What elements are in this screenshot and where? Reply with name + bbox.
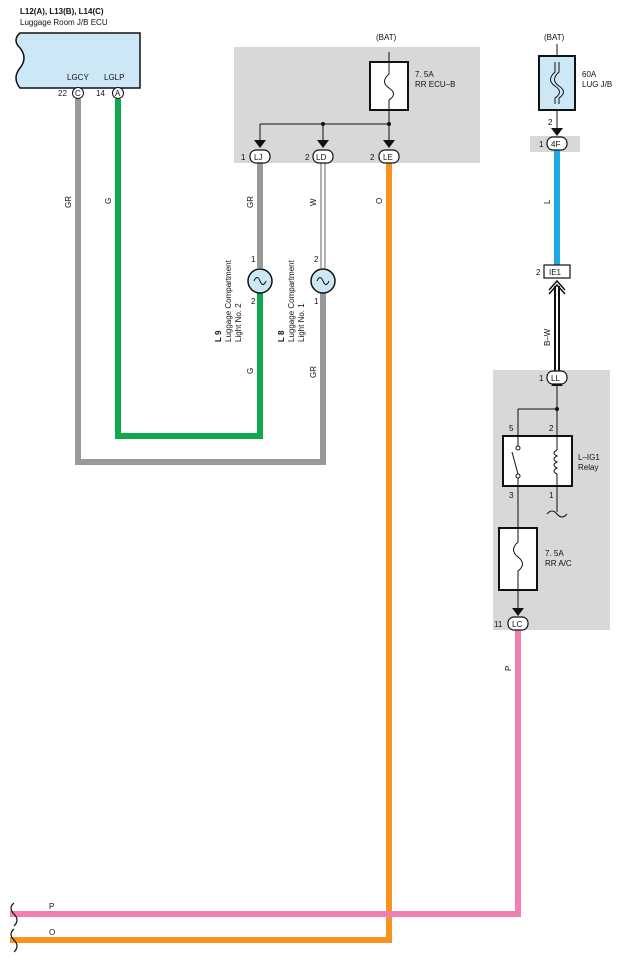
ecu-pin-lgcy-num: 22 xyxy=(58,89,67,98)
ecu-pin-lglp-conn: A xyxy=(115,89,121,98)
svg-text:2: 2 xyxy=(314,255,319,264)
fuse-lug-pin: 2 xyxy=(548,118,553,127)
svg-text:LL: LL xyxy=(551,374,560,383)
svg-text:1: 1 xyxy=(251,255,256,264)
connector-lj: LJ 1 xyxy=(241,149,271,164)
wire-label-gr-lj: GR xyxy=(246,196,255,208)
relay-name-2: Relay xyxy=(578,463,598,472)
ecu-block: L12(A), L13(B), L14(C) Luggage Room J/B … xyxy=(15,7,141,99)
connector-ie1: IE1 2 xyxy=(536,264,571,295)
wire-pink-lc xyxy=(10,630,521,917)
svg-text:2: 2 xyxy=(549,424,554,433)
svg-text:2: 2 xyxy=(370,153,375,162)
fuse-ecu-b-name: RR ECU–B xyxy=(415,80,455,89)
ecu-name: Luggage Room J/B ECU xyxy=(20,18,108,27)
lamp-l9: 1 2 L 9 Luggage Compartment Light No. 2 xyxy=(214,255,273,342)
fuse-rr-ac: 7. 5A RR A/C xyxy=(498,527,572,616)
fuse-rr-ecu-b: (BAT) 7. 5A RR ECU–B xyxy=(254,33,455,148)
svg-text:1: 1 xyxy=(549,491,554,500)
wire-label-gr-ecu: GR xyxy=(64,196,73,208)
fuse-lug-name: LUG J/B xyxy=(582,80,612,89)
jb-box-top xyxy=(234,47,480,163)
ecu-pin-lglp-num: 14 xyxy=(96,89,105,98)
wire-label-bw: B–W xyxy=(543,328,552,346)
wire-label-o-bottom: O xyxy=(49,928,55,937)
lamp-l9-line2: Light No. 2 xyxy=(234,303,243,342)
fuse-rr-ac-rating: 7. 5A xyxy=(545,549,564,558)
svg-text:5: 5 xyxy=(509,424,514,433)
wire-label-p-bottom: P xyxy=(49,902,54,911)
svg-text:1: 1 xyxy=(314,297,319,306)
ecu-pin-lglp-label: LGLP xyxy=(104,73,124,82)
wire-gray-lgcy xyxy=(75,99,326,465)
wire-labels: GR G GR W O G GR L B–W P P O xyxy=(49,196,552,937)
svg-text:1: 1 xyxy=(241,153,246,162)
lamp-l8-code: L 8 xyxy=(277,330,286,342)
ecu-pin-lgcy-label: LGCY xyxy=(67,73,89,82)
wire-label-l-4f: L xyxy=(543,199,552,204)
svg-text:2: 2 xyxy=(305,153,310,162)
fuse-lug-jb: (BAT) 60A LUG J/B 2 xyxy=(538,33,612,136)
svg-text:LC: LC xyxy=(512,620,522,629)
wire-green-lglp xyxy=(115,99,263,439)
svg-text:4F: 4F xyxy=(551,140,560,149)
svg-text:1: 1 xyxy=(539,374,544,383)
svg-text:LJ: LJ xyxy=(254,153,262,162)
wire-label-g-ecu: G xyxy=(104,198,113,204)
fuse-rr-ac-name: RR A/C xyxy=(545,559,572,568)
svg-text:LE: LE xyxy=(383,153,393,162)
wire-label-gr-l8: GR xyxy=(309,366,318,378)
svg-text:IE1: IE1 xyxy=(549,268,562,277)
lamp-l8: 2 1 L 8 Luggage Compartment Light No. 1 xyxy=(277,255,336,342)
lamp-l9-line1: Luggage Compartment xyxy=(224,259,233,342)
svg-text:1: 1 xyxy=(539,140,544,149)
relay-l-ig1: L–IG1 Relay 5 2 3 1 xyxy=(502,384,600,528)
wire-label-p-lc: P xyxy=(504,666,513,671)
fuse-lug-supply: (BAT) xyxy=(544,33,565,42)
wires xyxy=(10,99,560,943)
svg-text:LD: LD xyxy=(316,153,326,162)
wire-label-g-l9: G xyxy=(246,368,255,374)
svg-text:2: 2 xyxy=(536,268,541,277)
svg-text:3: 3 xyxy=(509,491,514,500)
ecu-code: L12(A), L13(B), L14(C) xyxy=(20,7,104,16)
svg-text:11: 11 xyxy=(494,620,503,629)
wire-label-w-ld: W xyxy=(309,198,318,206)
lamp-l8-line1: Luggage Compartment xyxy=(287,259,296,342)
relay-name-1: L–IG1 xyxy=(578,453,600,462)
lamp-l9-code: L 9 xyxy=(214,330,223,342)
connector-lc: LC 11 xyxy=(494,616,529,631)
wire-break-marks xyxy=(10,902,18,953)
ecu-pin-lgcy-conn: C xyxy=(75,89,81,98)
connector-le: LE 2 xyxy=(370,149,400,164)
fuse-ecu-b-rating: 7. 5A xyxy=(415,70,434,79)
connector-4f: 4F 1 xyxy=(539,136,568,151)
wire-label-o-le: O xyxy=(375,198,384,204)
svg-text:2: 2 xyxy=(251,297,256,306)
connector-ld: LD 2 xyxy=(305,149,334,164)
lamp-l8-line2: Light No. 1 xyxy=(297,303,306,342)
wire-orange-le xyxy=(10,163,392,943)
fuse-ecu-b-supply: (BAT) xyxy=(376,33,397,42)
fuse-lug-rating: 60A xyxy=(582,70,597,79)
connector-ll: LL 1 xyxy=(539,370,568,386)
